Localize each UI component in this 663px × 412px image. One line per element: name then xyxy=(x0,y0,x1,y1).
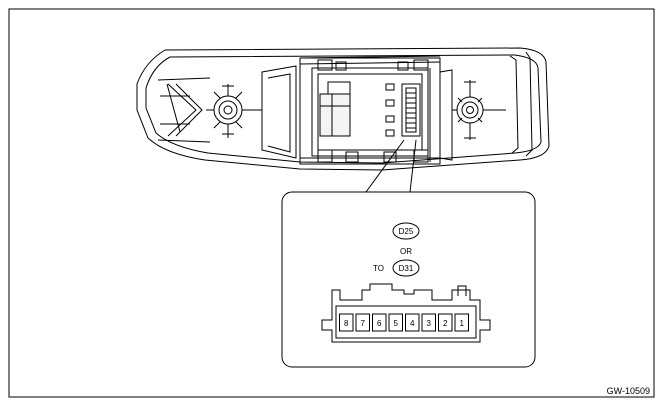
pin-cell xyxy=(421,313,436,332)
left-screw-boss-outer xyxy=(213,95,243,125)
connector-inset: D25 OR TO D31 8 7 6 5 4 3 2 1 xyxy=(281,191,536,368)
or-label: OR xyxy=(400,247,412,256)
pin-cell xyxy=(339,313,354,332)
pin-row: 8 7 6 5 4 3 2 1 xyxy=(339,313,469,332)
relay-top xyxy=(327,81,351,95)
connector-shell xyxy=(321,283,491,343)
top-clip-1 xyxy=(317,59,333,71)
component-b xyxy=(385,99,395,107)
connector-d31-bubble xyxy=(392,259,420,277)
central-bracket-inner xyxy=(311,67,429,157)
leader-line-right xyxy=(409,139,417,193)
component-d xyxy=(385,129,395,137)
right-screw-boss-inner xyxy=(466,106,474,114)
pin-cell xyxy=(405,313,420,332)
connector-face xyxy=(321,283,491,343)
left-boss-cross xyxy=(213,91,243,129)
pin-number: 4 xyxy=(410,319,415,328)
connector-latch-right xyxy=(457,285,467,296)
nose-v-rib-2 xyxy=(175,83,203,137)
figure-id: GW-10509 xyxy=(607,386,650,396)
to-label: TO xyxy=(373,264,384,273)
board-connector xyxy=(401,83,421,137)
board-connector-pins xyxy=(406,92,416,129)
callout-leader xyxy=(365,139,417,193)
central-bracket-outer xyxy=(299,57,441,165)
nose-rib-left xyxy=(157,77,211,143)
right-screw-boss-mid xyxy=(461,101,479,119)
right-boss-ribs xyxy=(452,80,506,140)
relay-block xyxy=(319,93,351,137)
top-clip-3 xyxy=(397,61,409,71)
bottom-clip-2 xyxy=(345,151,359,163)
board-connector-inner xyxy=(405,87,417,133)
pin-number: 5 xyxy=(394,319,399,328)
housing-end-cap-2 xyxy=(525,51,533,157)
pin-number: 7 xyxy=(361,319,366,328)
pin-cell xyxy=(355,313,370,332)
left-boss-ribs xyxy=(206,84,262,138)
right-boss-cross xyxy=(457,97,483,123)
component-a xyxy=(385,83,395,91)
right-rail xyxy=(439,69,453,161)
left-rail xyxy=(261,65,297,159)
left-screw-boss-inner xyxy=(223,105,233,115)
pin-cell xyxy=(372,313,387,332)
connector-shell-inner xyxy=(335,305,477,339)
outer-frame xyxy=(8,8,655,398)
left-rail-inner xyxy=(267,73,291,153)
bottom-clip-1 xyxy=(317,149,333,163)
relay-detail xyxy=(320,94,350,136)
pin-number: 6 xyxy=(377,319,382,328)
pin-number: 8 xyxy=(344,319,349,328)
component-c xyxy=(385,115,395,123)
pin-cell xyxy=(438,313,453,332)
top-clip-4 xyxy=(413,59,429,71)
pin-cell xyxy=(454,313,469,332)
switch-housing-inner xyxy=(145,54,542,164)
connector-d31-label: D31 xyxy=(399,264,414,273)
pin-number: 2 xyxy=(443,319,448,328)
left-screw-boss-mid xyxy=(218,100,238,120)
switch-housing-outline xyxy=(136,47,550,171)
leader-line-left xyxy=(365,139,405,193)
pin-cell xyxy=(388,313,403,332)
housing-end-cap xyxy=(509,55,519,154)
pin-number: 3 xyxy=(427,319,432,328)
top-clip-2 xyxy=(335,61,347,71)
switch-assembly xyxy=(136,47,550,171)
central-bracket-mid xyxy=(317,73,423,151)
bottom-clip-3 xyxy=(383,151,397,163)
connector-d25-label: D25 xyxy=(399,227,414,236)
connector-d25-bubble xyxy=(392,222,420,240)
pin-number: 1 xyxy=(460,319,465,328)
nose-v-rib xyxy=(167,83,197,137)
inset-box xyxy=(281,191,536,368)
